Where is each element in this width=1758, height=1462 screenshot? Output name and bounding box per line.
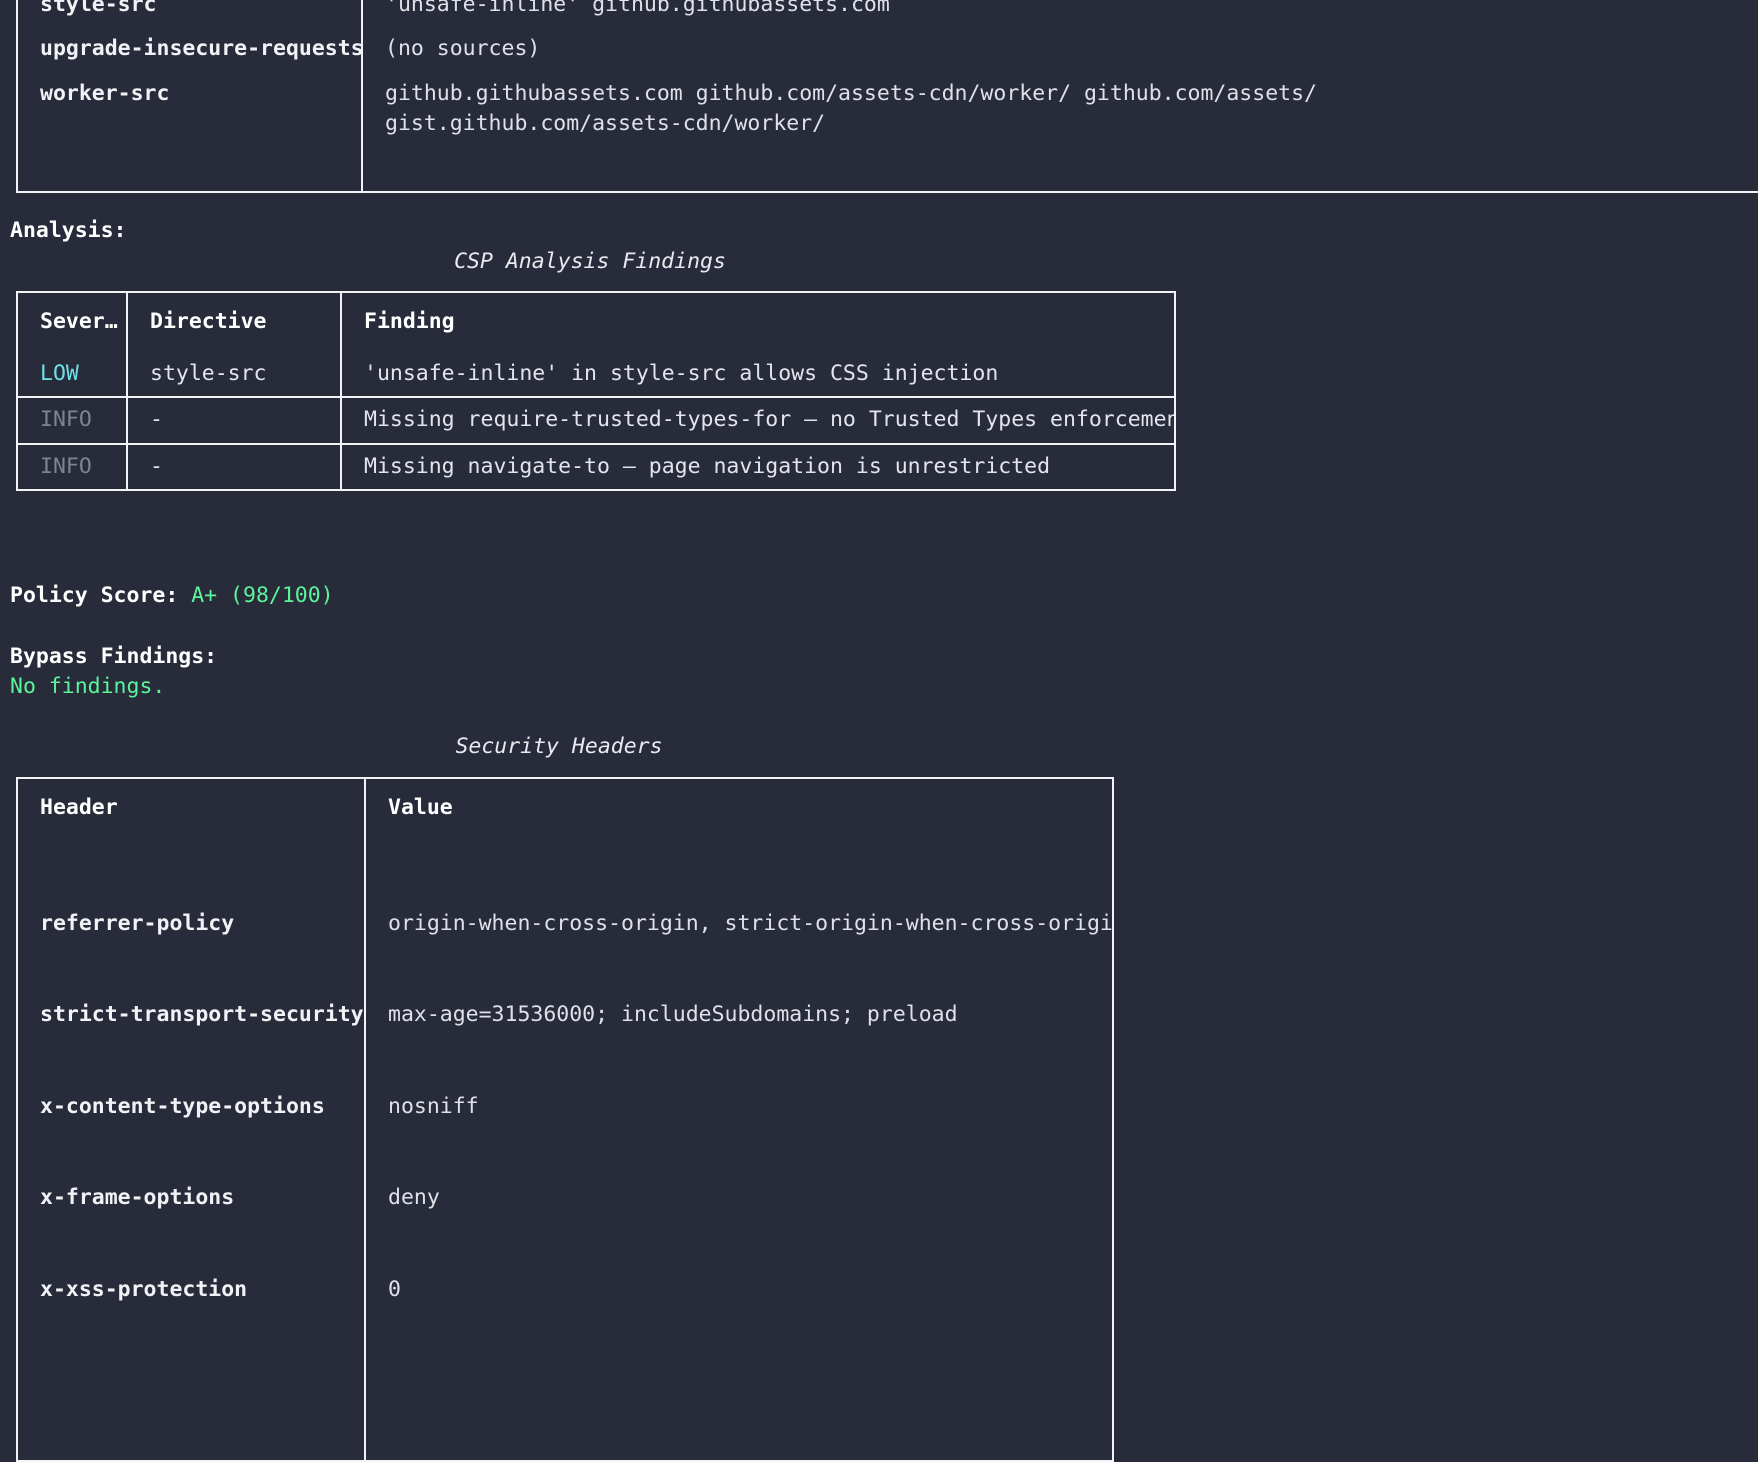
header-name: x-frame-options [40,1185,235,1210]
column-header-header: Header [40,795,118,820]
security-headers-table: Header Value referrer-policy strict-tran… [16,777,1114,1462]
policy-score-label: Policy Score: [10,583,192,608]
column-header-finding: Finding [364,309,455,334]
column-header-value: Value [388,795,453,820]
directive-name: worker-src [40,80,170,106]
column-header-directive: Directive [150,309,267,334]
directive-name: upgrade-insecure-requests [40,36,361,61]
table-row: INFO - Missing navigate-to – page naviga… [17,443,1175,490]
policy-score-line: Policy Score: A+ (98/100) [10,581,334,612]
finding-directive: - [150,407,163,432]
csp-analysis-findings-table: Sever… Directive Finding LOW style-src '… [16,291,1176,491]
security-headers-caption: Security Headers [455,734,663,759]
finding-description: Missing navigate-to – page navigation is… [364,453,1051,479]
policy-score-value: A+ (98/100) [191,583,334,608]
table-row: LOW style-src 'unsafe-inline' in style-s… [17,351,1175,398]
directive-sources: github.githubassets.com github.com/asset… [385,80,1317,137]
header-value: deny [388,1185,440,1210]
table-row: INFO - Missing require-trusted-types-for… [17,397,1175,445]
header-name-list: referrer-policy strict-transport-securit… [18,838,364,1381]
csp-directives-table: script-src github.githubassets.com style… [16,0,1758,193]
report-page: script-src github.githubassets.com style… [10,0,1758,1462]
table-row: worker-src github.githubassets.com githu… [17,71,1758,147]
severity-badge: LOW [40,360,79,386]
table-header-row: Sever… Directive Finding [17,292,1175,352]
finding-description: Missing require-trusted-types-for – no T… [364,407,1174,432]
header-value: origin-when-cross-origin, strict-origin-… [388,910,1112,936]
directive-sources: (no sources) [385,36,541,61]
finding-directive: style-src [150,360,267,386]
column-header-severity: Sever… [40,309,118,334]
table-row: upgrade-insecure-requests (no sources) [17,27,1758,72]
header-value: nosniff [388,1093,479,1119]
table-header-row: Header Value [17,778,1113,838]
header-name: x-content-type-options [40,1093,325,1119]
header-name: referrer-policy [40,910,235,936]
table-row: style-src 'unsafe-inline' github.githuba… [17,0,1758,27]
bypass-findings-value: No findings. [10,674,166,699]
severity-badge: INFO [40,407,92,432]
header-value: 0 [388,1276,401,1302]
severity-badge: INFO [40,453,92,479]
finding-directive: - [150,453,163,479]
bypass-findings-label: Bypass Findings: [10,644,218,669]
header-value: max-age=31536000; includeSubdomains; pre… [388,1002,958,1027]
analysis-label: Analysis: [10,218,127,243]
header-name: x-xss-protection [40,1276,248,1302]
table-row-spacer [17,1380,1113,1461]
header-value-list: origin-when-cross-origin, strict-origin-… [366,838,1112,1381]
header-name: strict-transport-security [40,1002,364,1027]
directive-name: style-src [40,0,157,17]
findings-table-caption: CSP Analysis Findings [454,249,726,274]
directive-sources: 'unsafe-inline' github.githubassets.com [385,0,890,17]
finding-description: 'unsafe-inline' in style-src allows CSS … [364,360,999,386]
table-row: referrer-policy strict-transport-securit… [17,837,1113,1381]
table-row-spacer [17,146,1758,192]
